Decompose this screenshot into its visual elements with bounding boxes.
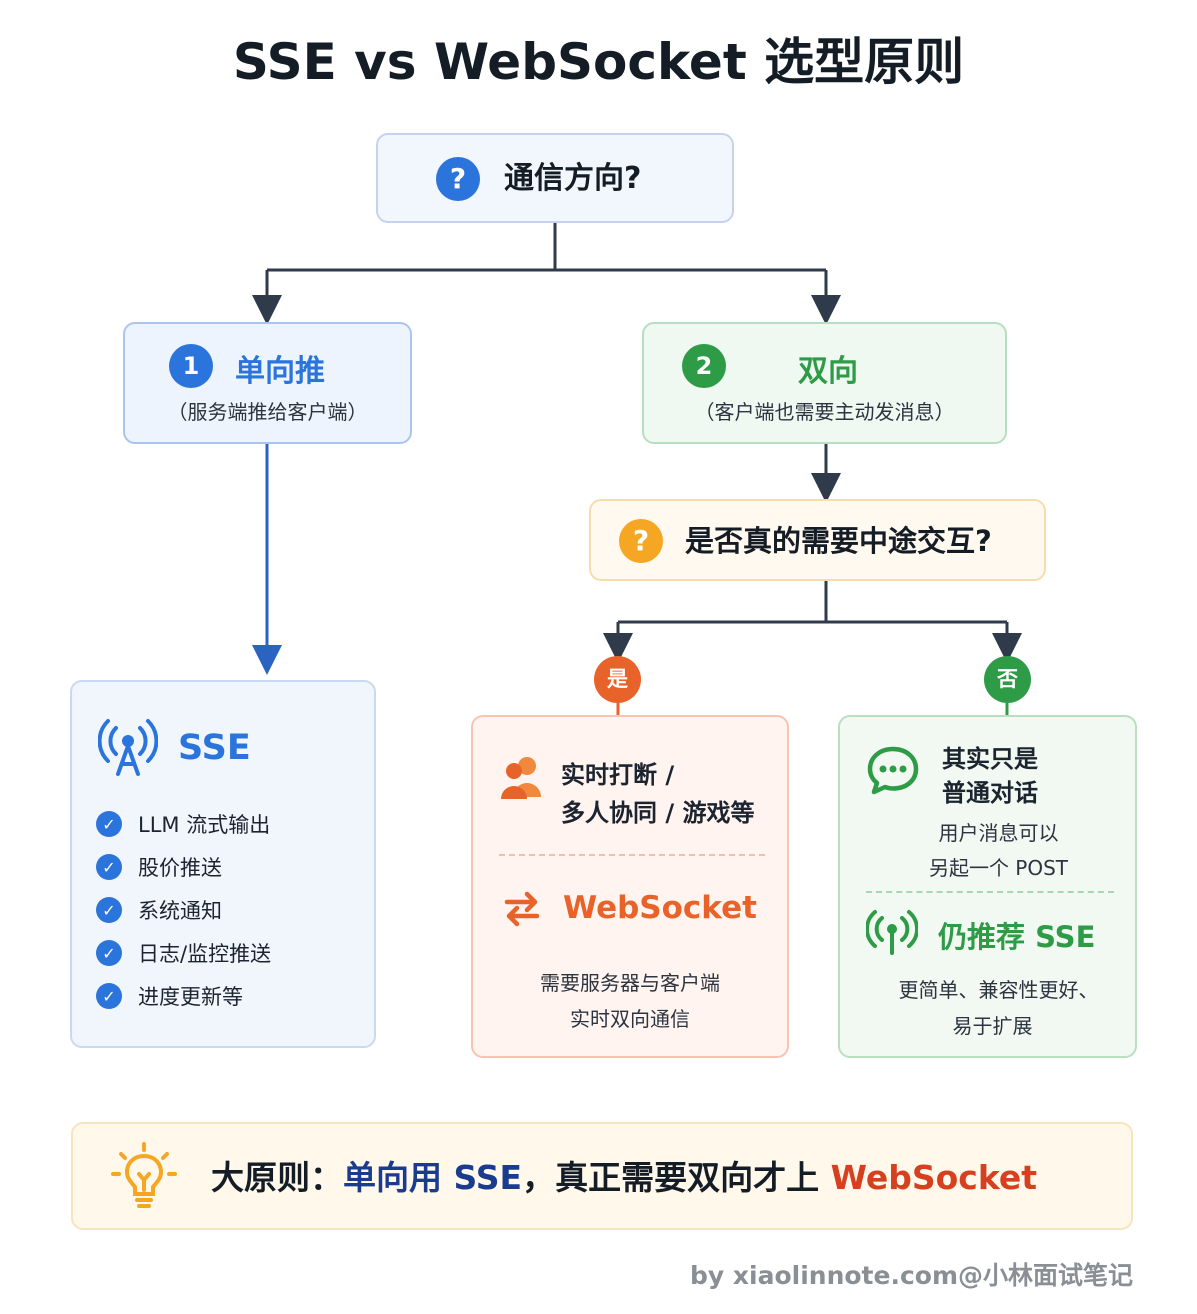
antenna-icon	[97, 716, 159, 782]
number-two-badge: 2	[682, 344, 726, 388]
chat-bubble-icon	[866, 745, 920, 799]
split-line-bottom	[618, 581, 1007, 624]
users-icon	[499, 755, 545, 803]
chat-result-title: 仍推荐 SSE	[938, 920, 1096, 954]
split-line-top	[267, 223, 826, 272]
ws-scenario-line2: 多人协同 / 游戏等	[561, 799, 755, 827]
divider	[499, 854, 765, 856]
swap-arrows-icon	[503, 891, 541, 931]
check-icon: ✓	[96, 940, 122, 966]
ws-desc-line2: 实时双向通信	[570, 1007, 690, 1031]
plain-chat-card: 其实只是 普通对话 用户消息可以 另起一个 POST 仍推荐 SSE 更简单、兼…	[838, 715, 1137, 1058]
page-title: SSE vs WebSocket 选型原则	[232, 33, 965, 91]
sse-item: ✓日志/监控推送	[96, 938, 271, 968]
yes-badge: 是	[594, 656, 641, 703]
check-icon: ✓	[96, 811, 122, 837]
summary-prefix: 大原则：	[211, 1158, 343, 1197]
antenna-icon	[864, 909, 920, 959]
credit-watermark: by xiaolinnote.com@小林面试笔记	[690, 1261, 1133, 1290]
number-one-badge: 1	[169, 344, 213, 388]
chat-note-line2: 另起一个 POST	[928, 856, 1069, 880]
divider	[866, 891, 1114, 893]
summary-part2: WebSocket	[830, 1158, 1038, 1197]
summary-banner: 大原则：单向用 SSE，真正需要双向才上 WebSocket	[71, 1122, 1133, 1230]
check-icon: ✓	[96, 897, 122, 923]
summary-sep: ，真正需要双向才上	[522, 1158, 831, 1197]
question-icon: ?	[436, 157, 480, 201]
check-icon: ✓	[96, 854, 122, 880]
sse-item: ✓股价推送	[96, 852, 222, 882]
question-icon: ?	[619, 519, 663, 563]
oneway-desc: （服务端推给客户端）	[167, 400, 368, 424]
chat-scenario-line1: 其实只是	[942, 745, 1038, 773]
sse-item: ✓系统通知	[96, 895, 222, 925]
direction-question-box: ? 通信方向?	[376, 133, 734, 223]
interaction-question-box: ? 是否真的需要中途交互?	[589, 499, 1046, 581]
sse-title: SSE	[178, 728, 251, 768]
direction-question-label: 通信方向?	[504, 161, 642, 196]
summary-part1: 单向用 SSE	[343, 1158, 523, 1197]
chat-note-line1: 用户消息可以	[938, 821, 1059, 845]
chat-desc-line1: 更简单、兼容性更好、	[898, 978, 1099, 1002]
interaction-question-label: 是否真的需要中途交互?	[685, 524, 992, 558]
websocket-card: 实时打断 / 多人协同 / 游戏等 WebSocket 需要服务器与客户端 实时…	[471, 715, 789, 1058]
oneway-option-box: 1 单向推 （服务端推给客户端）	[123, 322, 412, 444]
bidirectional-desc: （客户端也需要主动发消息）	[694, 400, 955, 424]
ws-result-title: WebSocket	[563, 890, 757, 926]
chat-desc-line2: 易于扩展	[952, 1014, 1033, 1038]
bidirectional-label: 双向	[798, 354, 858, 389]
oneway-label: 单向推	[235, 354, 325, 389]
sse-item: ✓进度更新等	[96, 981, 243, 1011]
ws-scenario-line1: 实时打断 /	[561, 761, 675, 789]
lightbulb-icon	[111, 1142, 177, 1216]
no-badge: 否	[984, 656, 1031, 703]
bidirectional-option-box: 2 双向 （客户端也需要主动发消息）	[642, 322, 1007, 444]
summary-text: 大原则：单向用 SSE，真正需要双向才上 WebSocket	[211, 1156, 1037, 1200]
chat-scenario-line2: 普通对话	[942, 779, 1038, 807]
ws-desc-line1: 需要服务器与客户端	[540, 971, 720, 995]
check-icon: ✓	[96, 983, 122, 1009]
sse-item: ✓LLM 流式输出	[96, 809, 270, 839]
